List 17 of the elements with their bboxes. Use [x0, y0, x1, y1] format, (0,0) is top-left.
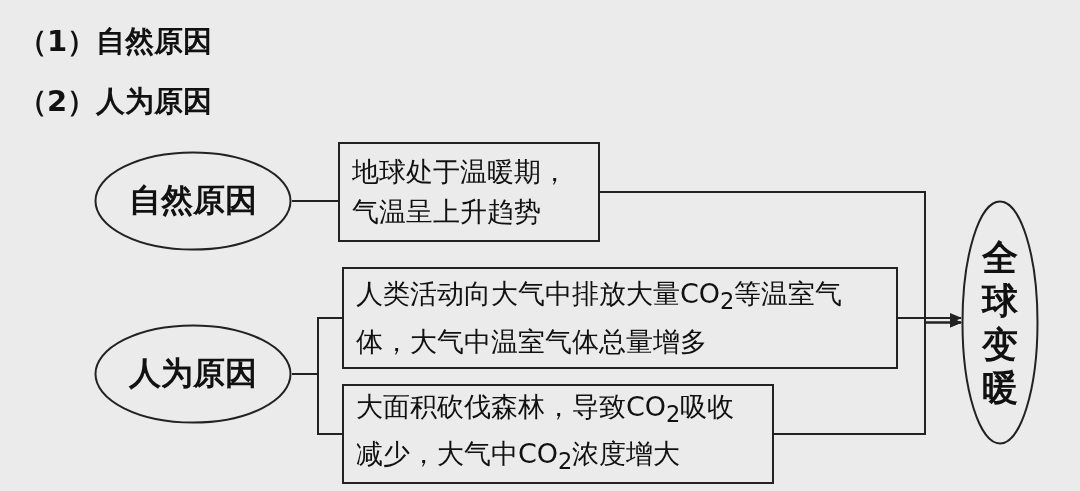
text-box: [342, 267, 898, 369]
box-text: 地球处于温暖期，气温呈上升趋势: [352, 155, 569, 229]
box-text: 人类活动向大气中排放大量CO$_{2}$等温室气体，大气中温室气体总量增多: [356, 277, 844, 359]
box-text: 大面积砍伐森林，导致CO$_{2}$吸收减少，大气中CO$_{2}$浓度增大: [356, 389, 736, 477]
result-ellipse: [961, 200, 1039, 445]
heading: （2）人为原因: [18, 83, 213, 120]
text-box: [342, 384, 774, 484]
node-label: 全球变暖: [982, 236, 1018, 409]
cause-ellipse: [94, 324, 292, 424]
node-label: 自然原因: [129, 180, 257, 221]
heading: （1）自然原因: [18, 23, 213, 60]
text-box: [338, 142, 600, 242]
node-label: 人为原因: [129, 353, 257, 394]
connector-line: [291, 200, 339, 202]
arrow: [897, 313, 962, 323]
arrow: [773, 317, 962, 435]
cause-ellipse: [94, 151, 292, 251]
